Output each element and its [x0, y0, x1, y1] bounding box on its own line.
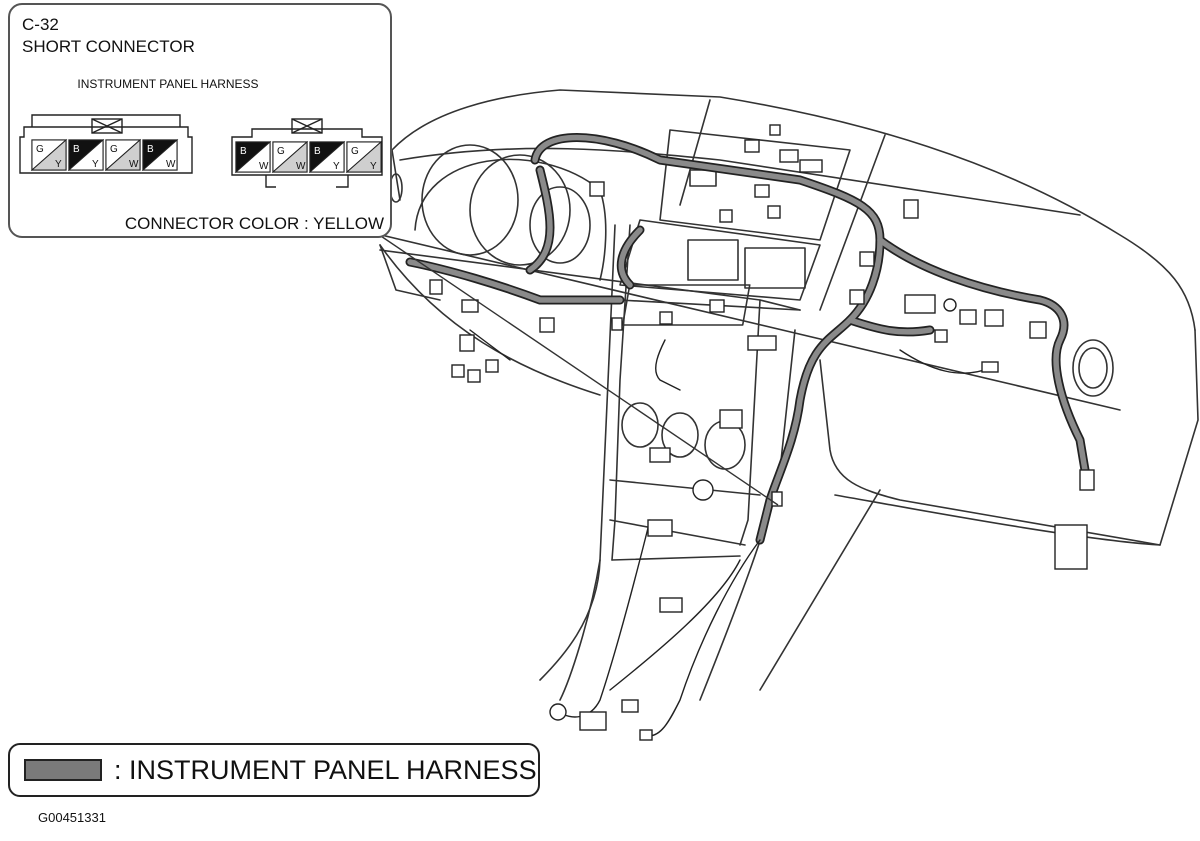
dashboard-front-edge — [379, 244, 601, 396]
connector-pin: GW — [104, 138, 142, 172]
pin-color-bottom: Y — [92, 159, 99, 170]
legend: : INSTRUMENT PANEL HARNESS — [8, 743, 540, 797]
connector-pin: GY — [345, 140, 383, 174]
connector-code: C-32 — [22, 15, 59, 34]
connector-pin: GW — [271, 140, 309, 174]
legend-swatch — [24, 759, 102, 781]
dashboard-top-outline — [391, 89, 1196, 331]
connector-callout: C-32 SHORT CONNECTOR INSTRUMENT PANEL HA… — [8, 3, 392, 238]
head-unit-panel — [659, 129, 851, 241]
connector-pin: BW — [141, 138, 179, 172]
pin-color-top: B — [314, 146, 321, 157]
figure-id: G00451331 — [38, 810, 106, 825]
pin-color-top: B — [147, 144, 154, 155]
pin-color-top: G — [36, 144, 44, 155]
connector-pin: BW — [234, 140, 272, 174]
connector-name: SHORT CONNECTOR — [22, 37, 195, 56]
pin-color-top: G — [351, 146, 359, 157]
pin-color-bottom: Y — [333, 161, 340, 172]
pin-color-bottom: W — [129, 159, 139, 170]
callout-leader-line — [371, 229, 779, 506]
pin-color-top: B — [240, 146, 247, 157]
speedometer-ring — [421, 144, 519, 256]
pin-color-bottom: Y — [370, 161, 377, 172]
legend-label: : INSTRUMENT PANEL HARNESS — [114, 755, 537, 785]
instrument-cluster-hood — [414, 158, 607, 281]
pin-color-bottom: W — [259, 161, 269, 172]
pin-color-bottom: Y — [55, 159, 62, 170]
pin-color-bottom: W — [166, 159, 176, 170]
harness-name: INSTRUMENT PANEL HARNESS — [77, 77, 259, 91]
passenger-vent — [1072, 339, 1114, 397]
pin-color-top: G — [110, 144, 118, 155]
connector-pin: BY — [308, 140, 346, 174]
connector-pin: BY — [67, 138, 105, 172]
connector-pin: GY — [30, 138, 68, 172]
center-stack-outline — [539, 224, 616, 681]
tachometer-ring — [469, 154, 571, 266]
pin-color-top: G — [277, 146, 285, 157]
pin-color-top: B — [73, 144, 80, 155]
connector-color-note: CONNECTOR COLOR : YELLOW — [124, 214, 384, 233]
pin-color-bottom: W — [296, 161, 306, 172]
